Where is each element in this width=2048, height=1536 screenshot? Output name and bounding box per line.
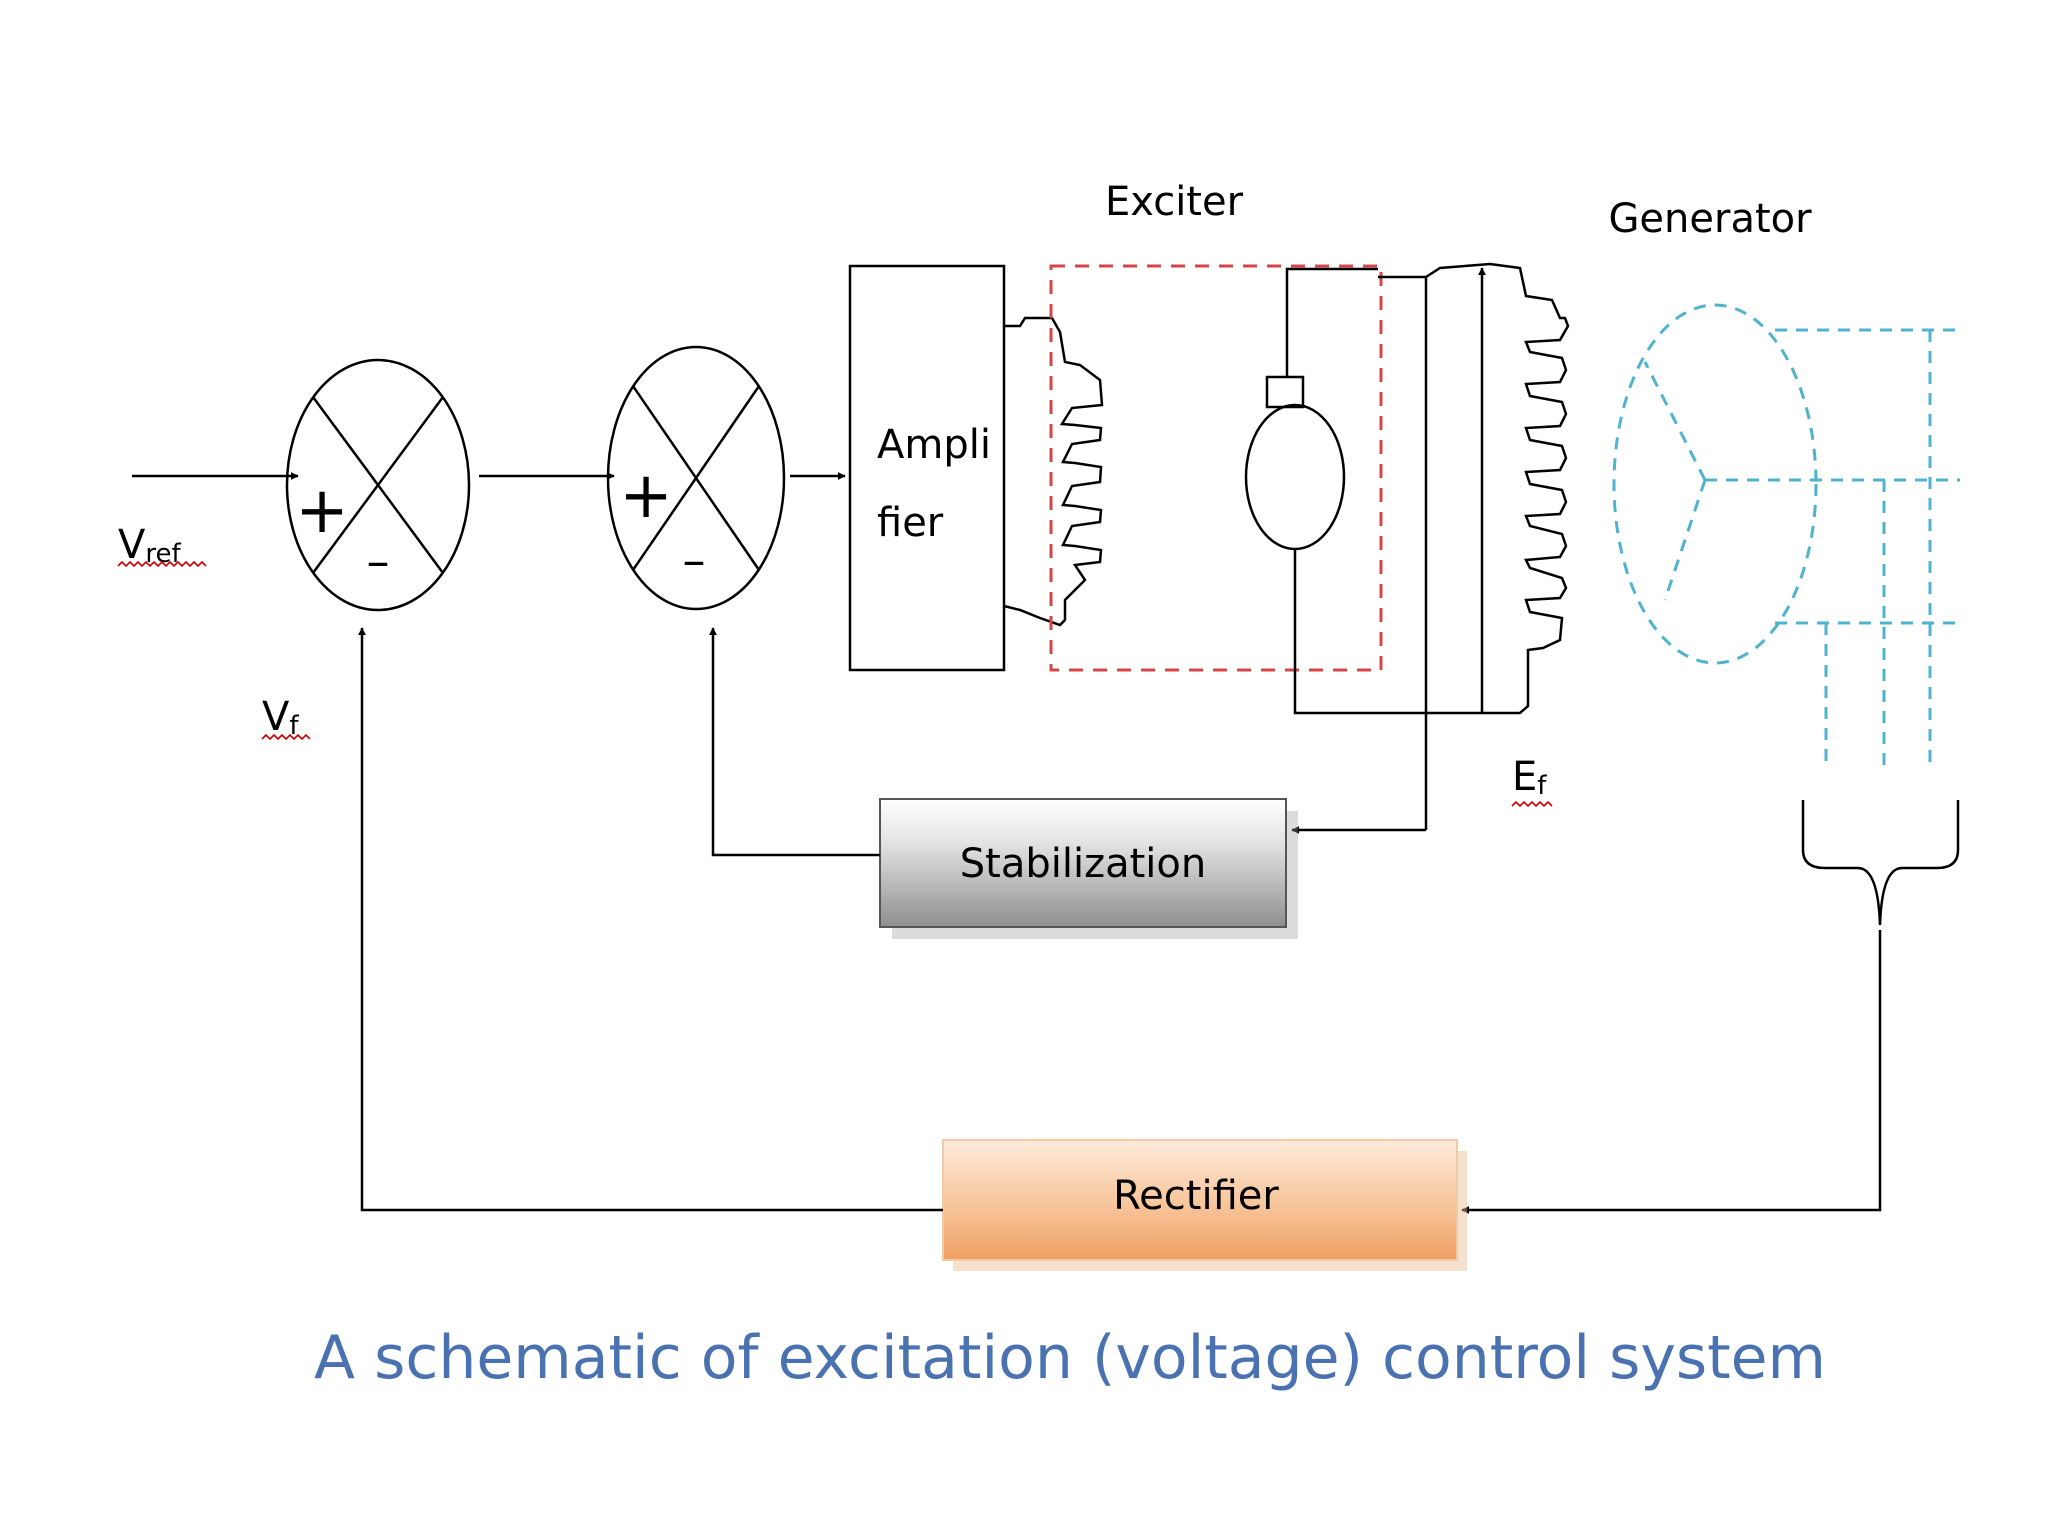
- vf-subscript: f: [289, 711, 299, 741]
- junction-1-plus-sign: +: [295, 474, 349, 548]
- exciter-block: Exciter: [1049, 179, 1470, 715]
- ef-symbol: E: [1512, 754, 1537, 800]
- summing-junction-1: + –: [285, 358, 471, 612]
- ef-subscript: f: [1537, 771, 1547, 801]
- amplifier-label-line1: Ampli: [877, 422, 991, 468]
- stabilization-feedback-arrow: [709, 627, 880, 857]
- stabilization-block: Stabilization: [879, 798, 1298, 939]
- generator-output-brace: [1801, 800, 1960, 926]
- junction-2-plus-sign: +: [619, 459, 673, 533]
- diagram-caption: A schematic of excitation (voltage) cont…: [314, 1323, 1826, 1393]
- junction-2-minus-sign: –: [683, 533, 706, 587]
- exciter-brush-icon: [1265, 375, 1305, 409]
- svg-text:Vref: Vref: [118, 522, 181, 569]
- junction-1-minus-sign: –: [367, 534, 390, 588]
- generator-to-rectifier-arrow: [1461, 930, 1882, 1214]
- vf-symbol: V: [262, 694, 290, 740]
- armature-bottom-lead: [1293, 549, 1470, 715]
- ef-label: Ef: [1511, 754, 1553, 808]
- generator-label: Generator: [1608, 196, 1812, 242]
- svg-text:Vf: Vf: [262, 694, 299, 741]
- stabilization-label: Stabilization: [960, 841, 1206, 887]
- amplifier-block: Ampli fier: [848, 264, 1006, 672]
- exciter-field-winding: [1003, 316, 1104, 627]
- exciter-armature-icon: [1244, 403, 1346, 551]
- amplifier-label-line2: fier: [877, 500, 944, 546]
- vref-symbol: V: [118, 522, 146, 568]
- summing-junction-2: + –: [606, 345, 786, 611]
- exciter-label: Exciter: [1105, 179, 1244, 225]
- svg-text:Ef: Ef: [1512, 754, 1547, 801]
- rectifier-block: Rectifier: [942, 1139, 1467, 1271]
- vf-label: Vf: [261, 694, 311, 741]
- rectifier-label: Rectifier: [1113, 1173, 1279, 1219]
- vref-label: Vref: [117, 522, 207, 569]
- exciter-output-bus: [1378, 275, 1428, 713]
- rectifier-feedback-arrow: [358, 627, 943, 1212]
- generator-field-winding: [1425, 262, 1570, 715]
- generator-block: [1612, 303, 1960, 770]
- armature-top-lead: [1285, 267, 1378, 377]
